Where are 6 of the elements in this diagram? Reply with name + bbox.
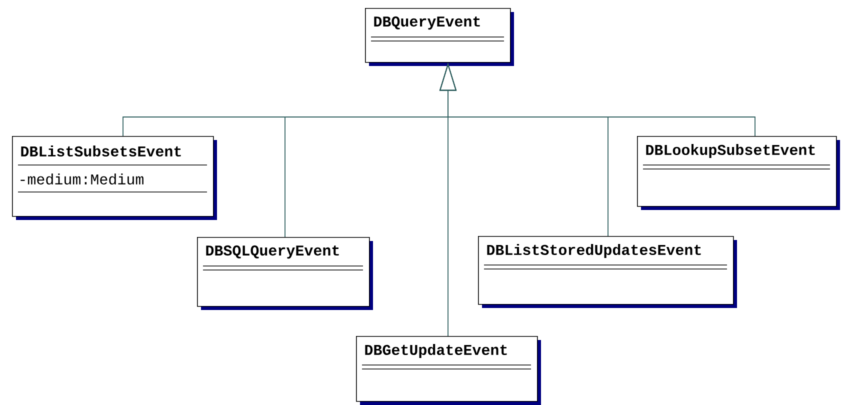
class-box: DBLookupSubsetEvent bbox=[637, 136, 840, 210]
class-box: DBQueryEvent bbox=[365, 8, 514, 66]
class-box: DBSQLQueryEvent bbox=[197, 237, 373, 310]
class-box: DBGetUpdateEvent bbox=[356, 336, 541, 405]
class-box: DBListSubsetsEvent -medium:Medium bbox=[12, 136, 217, 220]
class-box: DBListStoredUpdatesEvent bbox=[478, 236, 737, 308]
